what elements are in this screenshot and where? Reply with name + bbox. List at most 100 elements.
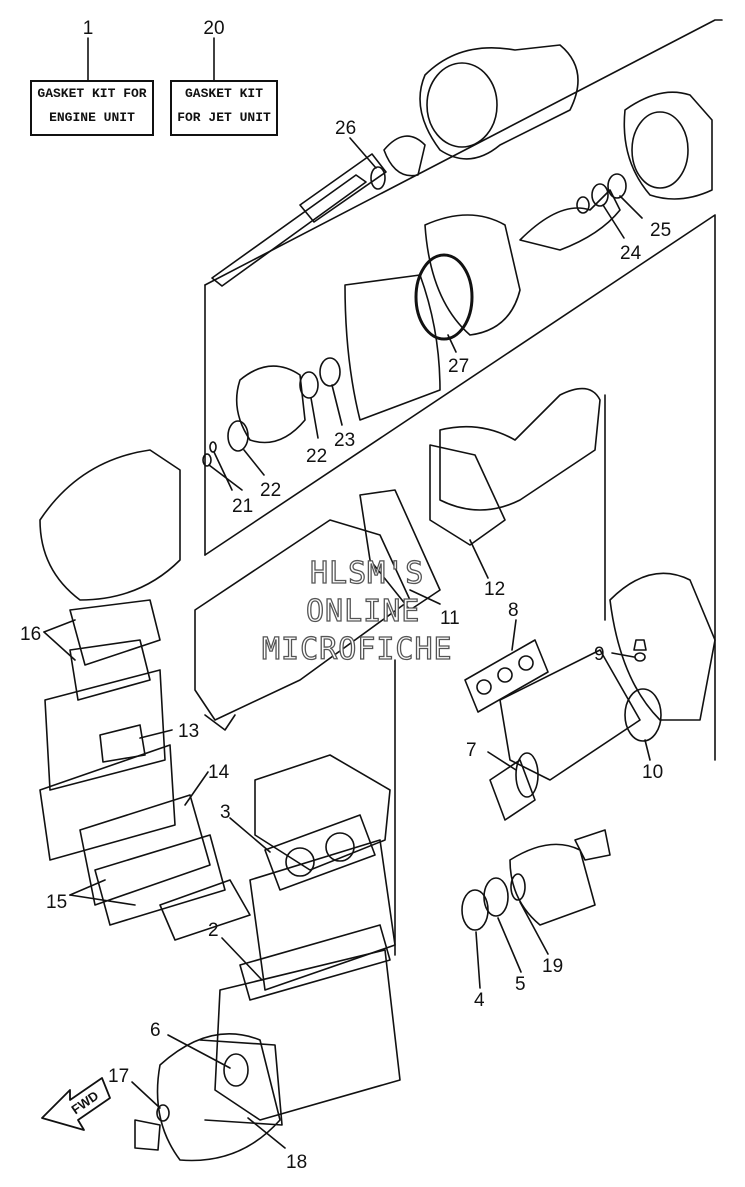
impeller — [519, 189, 621, 251]
leader-line — [409, 589, 441, 605]
nozzle-outlet — [631, 111, 689, 189]
washer — [576, 196, 590, 214]
exhaust-manifold — [499, 649, 641, 781]
callout-14: 14 — [208, 762, 230, 783]
callout-24: 24 — [620, 243, 642, 264]
exhaust-chamber — [439, 387, 601, 511]
gasket-8 — [464, 639, 549, 713]
callout-22: 22 — [306, 446, 327, 467]
cylinder — [249, 839, 396, 991]
callout-10: 10 — [642, 762, 663, 783]
callout-22: 22 — [260, 480, 281, 501]
leader-line — [331, 384, 343, 426]
callout-9: 9 — [594, 644, 605, 665]
callout-8: 8 — [508, 600, 519, 621]
callout-13: 13 — [178, 721, 199, 742]
watermark-line3: MICROFICHE — [261, 631, 453, 667]
callout-23: 23 — [334, 430, 355, 451]
leader-line — [487, 751, 517, 771]
cylinder-head — [254, 754, 391, 871]
oil-seal-22 — [227, 420, 249, 452]
gasket-port — [518, 655, 534, 671]
pump-housing-opening — [426, 62, 498, 148]
callout-26: 26 — [335, 118, 356, 139]
carburetor — [44, 669, 166, 791]
leader-line — [167, 1034, 231, 1069]
callout-7: 7 — [466, 740, 477, 761]
o-ring-21b — [202, 453, 212, 467]
kit-box-line1: GASKET KIT — [184, 86, 263, 101]
flywheel-cover — [156, 1033, 281, 1162]
kit-box-line2: ENGINE UNIT — [49, 110, 135, 125]
leader-line — [644, 739, 651, 761]
gasket-10 — [624, 688, 662, 742]
small-fitting — [134, 1119, 161, 1151]
gasket-16b — [69, 639, 151, 701]
drive-shaft — [211, 174, 367, 287]
bearing-22 — [299, 371, 319, 399]
bearing-23 — [319, 357, 341, 387]
callout-11: 11 — [440, 608, 460, 629]
o-ring-21a — [209, 441, 217, 453]
leader-line — [447, 334, 457, 353]
intake-duct — [344, 274, 441, 421]
leader-line — [602, 204, 625, 239]
callout-27: 27 — [448, 356, 469, 377]
output-shaft — [574, 829, 611, 861]
jet-nozzle — [623, 91, 713, 200]
shaft-coupling — [299, 153, 387, 223]
gasket-11 — [359, 489, 441, 611]
reed-valve — [159, 879, 251, 941]
o-ring-17 — [156, 1104, 170, 1122]
leader-line — [243, 449, 265, 476]
kit-box-engine-unit: GASKET KIT FOR ENGINE UNIT — [30, 80, 154, 136]
crankcase — [214, 949, 401, 1121]
gasket-7 — [515, 752, 539, 798]
coupling-housing — [509, 843, 596, 926]
gasket-12 — [429, 444, 506, 546]
intake-housing — [424, 214, 521, 336]
callout-17: 17 — [108, 1066, 129, 1087]
callout-25: 25 — [650, 220, 671, 241]
callout-16: 16 — [20, 624, 41, 645]
gasket-port — [476, 679, 492, 695]
gasket-16a — [69, 599, 161, 666]
gasket-3 — [264, 814, 376, 891]
leader-line — [184, 771, 209, 806]
callout-15: 15 — [46, 892, 67, 913]
leader-line — [511, 619, 517, 651]
callout-6: 6 — [150, 1020, 161, 1041]
frame-line-right — [204, 214, 716, 761]
oil-seal-19 — [510, 873, 526, 901]
exhaust-body — [194, 519, 411, 721]
leader-line — [497, 917, 522, 973]
o-ring-26 — [370, 166, 386, 190]
leader-line — [43, 619, 76, 633]
oil-seal-housing — [383, 135, 426, 177]
gasket-15 — [94, 834, 226, 926]
gasket-2 — [239, 924, 391, 1001]
callout-19: 19 — [542, 956, 563, 977]
watermark-line2: ONLINE — [305, 593, 421, 629]
kit-number: 1 — [83, 18, 94, 39]
gasket-13 — [99, 724, 146, 763]
callout-12: 12 — [484, 579, 505, 600]
leader-line — [139, 729, 173, 739]
leader-line — [69, 894, 136, 906]
watermark-line1: HLSM'S — [309, 555, 425, 591]
water-lock — [609, 572, 716, 721]
oil-seal-25 — [607, 173, 627, 199]
kit-box-line1: GASKET KIT FOR — [37, 86, 147, 101]
callout-3: 3 — [220, 802, 231, 823]
fwd-arrow-icon: FWD — [41, 1077, 111, 1131]
exhaust-pipe-end — [204, 714, 236, 731]
leader-line — [131, 1081, 161, 1109]
leader-line — [69, 879, 106, 896]
callout-4: 4 — [474, 990, 485, 1011]
leader-line — [310, 397, 319, 439]
bearing-housing — [235, 365, 306, 444]
leader-line — [247, 1117, 286, 1149]
collar-4 — [461, 889, 489, 931]
